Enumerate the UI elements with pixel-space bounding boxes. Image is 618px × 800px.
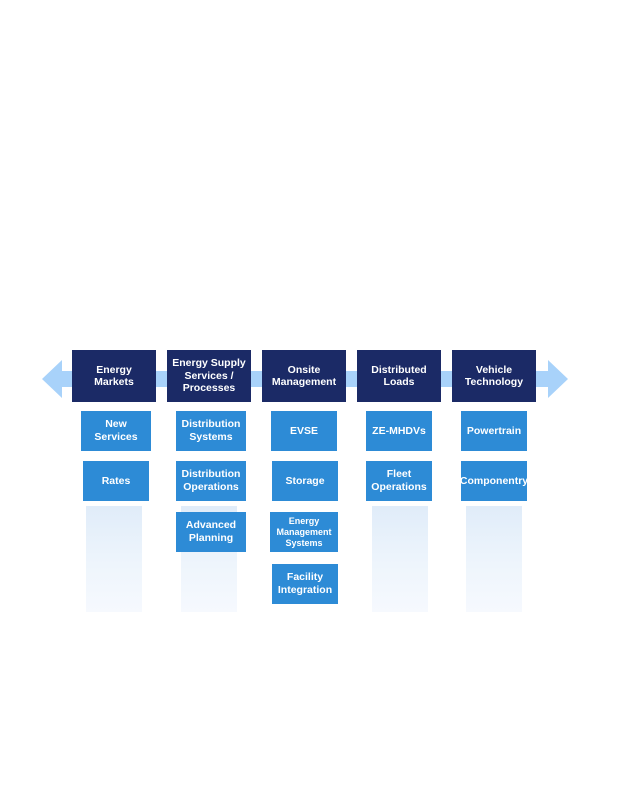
column-header-energy-supply: Energy Supply Services / Processes bbox=[167, 350, 251, 402]
item-fleet-operations: Fleet Operations bbox=[366, 461, 432, 501]
column-header-onsite-management: Onsite Management bbox=[262, 350, 346, 402]
column-shaft-vehicle-technology bbox=[466, 506, 522, 612]
item-rates: Rates bbox=[83, 461, 149, 501]
column-shaft-energy-markets bbox=[86, 506, 142, 612]
item-new-services: New Services bbox=[81, 411, 151, 451]
item-energy-management-systems: Energy Management Systems bbox=[270, 512, 338, 552]
item-facility-integration: Facility Integration bbox=[272, 564, 338, 604]
column-header-vehicle-technology: Vehicle Technology bbox=[452, 350, 536, 402]
item-distribution-operations: Distribution Operations bbox=[176, 461, 246, 501]
item-componentry: Componentry bbox=[460, 461, 528, 501]
column-header-distributed-loads: Distributed Loads bbox=[357, 350, 441, 402]
item-storage: Storage bbox=[272, 461, 338, 501]
column-header-energy-markets: Energy Markets bbox=[72, 350, 156, 402]
item-distribution-systems: Distribution Systems bbox=[176, 411, 246, 451]
item-powertrain: Powertrain bbox=[461, 411, 527, 451]
item-evse: EVSE bbox=[271, 411, 337, 451]
item-advanced-planning: Advanced Planning bbox=[176, 512, 246, 552]
column-shaft-distributed-loads bbox=[372, 506, 428, 612]
item-ze-mhdvs: ZE-MHDVs bbox=[366, 411, 432, 451]
